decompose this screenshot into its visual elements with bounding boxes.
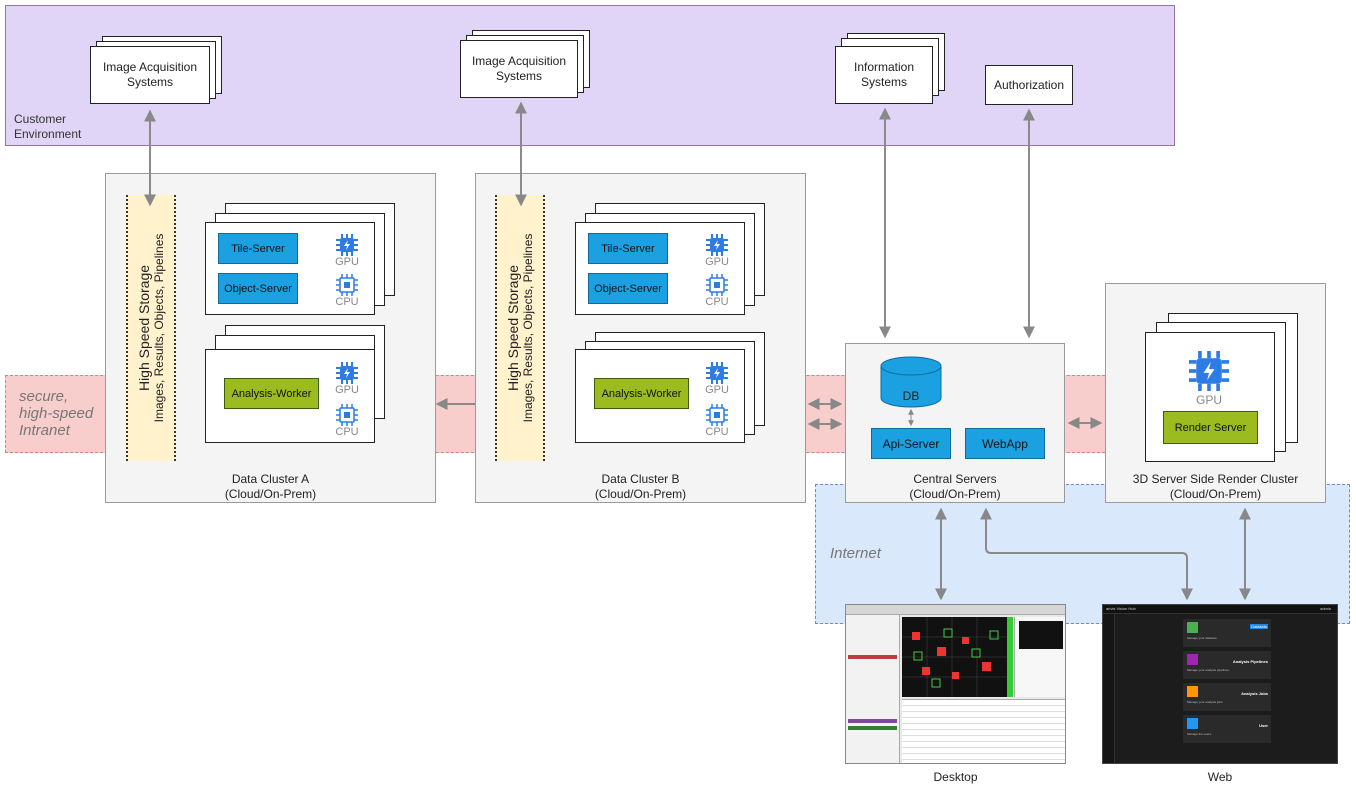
render-server: Render Server xyxy=(1163,411,1258,444)
db-label: DB xyxy=(902,389,920,403)
object-server-b: Object-Server xyxy=(588,273,668,304)
authorization: Authorization xyxy=(985,65,1073,105)
gpu-chip-icon xyxy=(336,234,358,256)
database-icon xyxy=(880,356,942,408)
render-cluster-caption: 3D Server Side Render Cluster(Cloud/On-P… xyxy=(1132,472,1299,501)
web-topbar: arivis Vision Hub admin xyxy=(1103,605,1337,614)
web-app-title: arivis Vision Hub xyxy=(1106,606,1136,611)
tile-server-a: Tile-Server xyxy=(218,233,298,264)
cpu-label-b: CPU xyxy=(705,296,729,308)
desktop-sidebar xyxy=(846,615,900,763)
internet-label: Internet xyxy=(830,545,881,562)
gpu-chip-icon xyxy=(706,234,728,256)
connector-central-web xyxy=(980,507,1193,601)
gpu-label-a: GPU xyxy=(335,256,359,268)
web-sidebar xyxy=(1103,614,1115,763)
web-card-analysis-jobs: Analysis Jobs Manage your analysis jobs. xyxy=(1183,683,1271,711)
high-speed-storage-b xyxy=(495,195,545,461)
cpu-chip-icon xyxy=(336,404,358,426)
cpu-chip-icon xyxy=(336,274,358,296)
web-card-datasets: Datasets Manage your datasets. xyxy=(1183,619,1271,647)
gpu-label-b: GPU xyxy=(705,256,729,268)
gpu-chip-icon xyxy=(1189,351,1229,391)
cpu-label-a2: CPU xyxy=(335,426,359,438)
web-card-analysis-pipelines: Analysis Pipelines Manage your analysis … xyxy=(1183,651,1271,679)
gpu-label-b2: GPU xyxy=(705,384,729,396)
tile-server-b: Tile-Server xyxy=(588,233,668,264)
desktop-table xyxy=(902,699,1065,763)
intranet-label: secure, high-speed Intranet xyxy=(19,388,94,439)
desktop-side-panel xyxy=(1014,617,1065,697)
api-server: Api-Server xyxy=(871,428,951,459)
webapp: WebApp xyxy=(965,428,1045,459)
web-caption: Web xyxy=(1207,770,1233,784)
data-cluster-a-caption: Data Cluster A(Cloud/On-Prem) xyxy=(224,472,317,501)
cpu-chip-icon xyxy=(706,404,728,426)
cpu-label-a: CPU xyxy=(335,296,359,308)
web-client-screenshot: arivis Vision Hub admin Datasets Manage … xyxy=(1102,604,1338,764)
web-user: admin xyxy=(1320,606,1331,611)
gpu-label-a2: GPU xyxy=(335,384,359,396)
gpu-chip-icon xyxy=(706,362,728,384)
desktop-3d-viewport xyxy=(902,617,1007,697)
high-speed-storage-a xyxy=(126,195,176,461)
object-server-a: Object-Server xyxy=(218,273,298,304)
analysis-worker-a: Analysis-Worker xyxy=(224,378,319,409)
customer-environment-label: Customer Environment xyxy=(14,112,82,141)
desktop-caption: Desktop xyxy=(933,770,978,784)
desktop-client-screenshot xyxy=(845,604,1066,764)
analysis-worker-b: Analysis-Worker xyxy=(594,378,689,409)
central-servers-caption: Central Servers(Cloud/On-Prem) xyxy=(909,472,1001,501)
desktop-toolbar xyxy=(846,605,1065,615)
render-gpu-label: GPU xyxy=(1195,393,1222,407)
gpu-chip-icon xyxy=(336,362,358,384)
web-card-user: User Manage the users. xyxy=(1183,715,1271,743)
cpu-chip-icon xyxy=(706,274,728,296)
data-cluster-b-caption: Data Cluster B(Cloud/On-Prem) xyxy=(594,472,687,501)
desktop-green-bar xyxy=(1007,617,1013,697)
cpu-label-b2: CPU xyxy=(705,426,729,438)
